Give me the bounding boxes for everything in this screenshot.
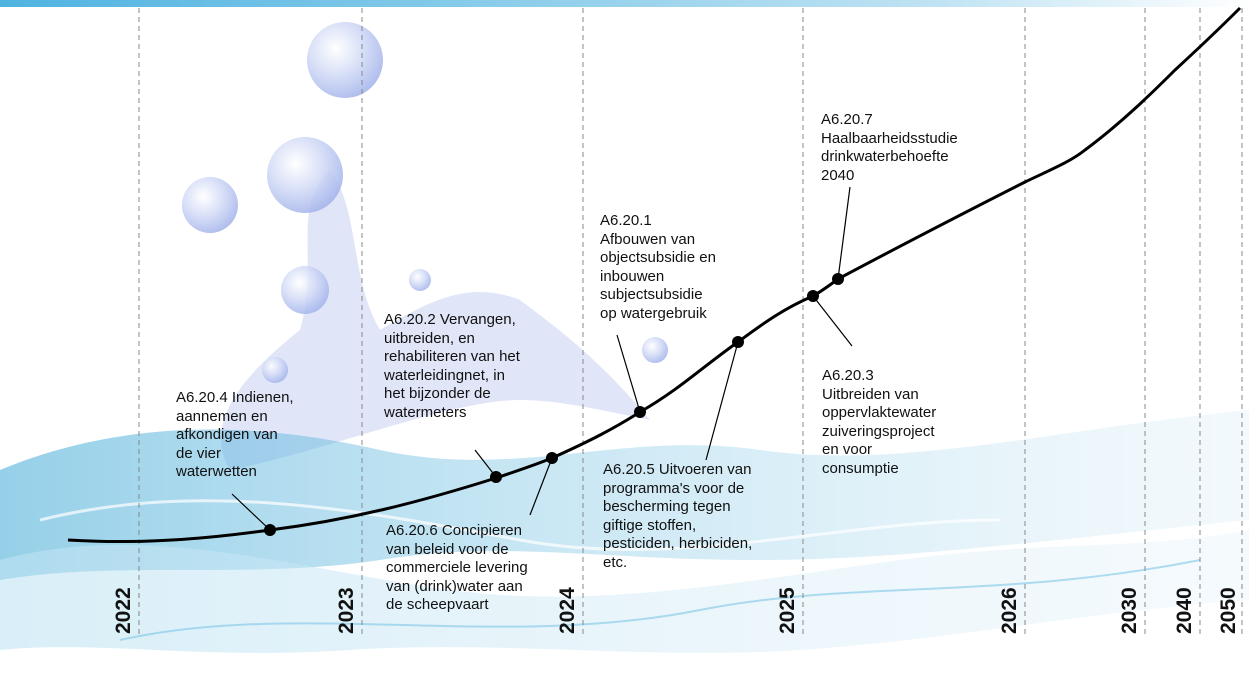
wave-band-1 xyxy=(0,410,1249,580)
water-splash xyxy=(220,170,650,470)
milestone-dot-a6-20-1 xyxy=(634,406,646,418)
bubble xyxy=(409,269,431,291)
bubble xyxy=(642,337,668,363)
wave-band-2 xyxy=(0,530,1249,653)
top-bar xyxy=(0,0,1249,7)
leader-a6-20-6 xyxy=(529,457,553,516)
milestone-dots xyxy=(264,273,844,536)
leader-a6-20-7 xyxy=(837,186,851,280)
year-label-2040: 2040 xyxy=(1173,587,1196,634)
bubble xyxy=(281,266,329,314)
water-background xyxy=(0,22,1249,653)
leader-a6-20-3 xyxy=(812,295,853,347)
leader-lines xyxy=(231,186,853,531)
wave-line-2 xyxy=(39,499,1001,552)
wave-line-1 xyxy=(119,559,1201,641)
timeline-curve xyxy=(67,6,1242,544)
milestone-label-a6-20-5: A6.20.5 Uitvoeren van programma's voor d… xyxy=(603,461,753,571)
leader-a6-20-5 xyxy=(705,341,739,461)
milestone-label-a6-20-3: A6.20.3 Uitbreiden van oppervlaktewater … xyxy=(822,367,937,477)
milestone-dot-a6-20-6 xyxy=(546,452,558,464)
leader-a6-20-4 xyxy=(231,493,271,531)
year-label-2050: 2050 xyxy=(1217,587,1240,634)
bubble xyxy=(182,177,238,233)
year-gridlines xyxy=(138,8,1243,638)
milestone-dot-a6-20-4 xyxy=(264,524,276,536)
milestone-dot-a6-20-2 xyxy=(490,471,502,483)
year-label-2022: 2022 xyxy=(112,587,135,634)
year-label-2030: 2030 xyxy=(1118,587,1141,634)
year-label-2025: 2025 xyxy=(776,587,799,634)
year-label-2024: 2024 xyxy=(556,587,579,634)
milestone-dot-a6-20-3 xyxy=(807,290,819,302)
bubble xyxy=(307,22,383,98)
bubble xyxy=(262,357,288,383)
milestone-dot-a6-20-5 xyxy=(732,336,744,348)
milestone-label-a6-20-6: A6.20.6 Concipieren van beleid voor de c… xyxy=(386,522,528,613)
milestone-label-a6-20-2: A6.20.2 Vervangen, uitbreiden, en rehabi… xyxy=(384,311,520,421)
milestone-dot-a6-20-7 xyxy=(832,273,844,285)
milestone-label-a6-20-7: A6.20.7 Haalbaarheidsstudie drinkwaterbe… xyxy=(821,111,958,184)
year-label-2023: 2023 xyxy=(335,587,358,634)
leader-a6-20-1 xyxy=(616,334,641,413)
milestone-label-a6-20-1: A6.20.1 Afbouwen van objectsubsidie en i… xyxy=(600,212,716,322)
year-label-2026: 2026 xyxy=(998,587,1021,634)
bubble xyxy=(267,137,343,213)
milestone-label-a6-20-4: A6.20.4 Indienen, aannemen en afkondigen… xyxy=(176,389,294,480)
